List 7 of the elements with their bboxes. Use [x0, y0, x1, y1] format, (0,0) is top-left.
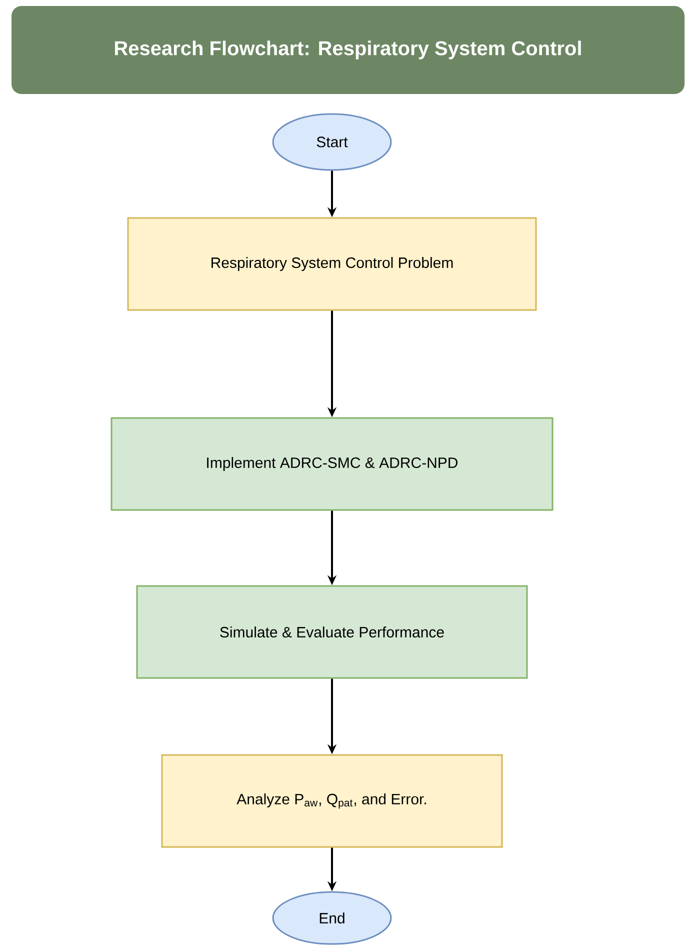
process-box: Analyze P$_{aw}$, Q$_{pat}$, and Error. — [161, 754, 503, 848]
process-box: Simulate & Evaluate Performance — [136, 585, 528, 679]
process-box: Implement ADRC-SMC & ADRC-NPD — [110, 417, 554, 511]
terminal-oval: End — [272, 891, 392, 945]
title-banner: Research Flowchart: Respiratory System Control — [12, 6, 684, 94]
process-box: Respiratory System Control Problem — [127, 217, 537, 311]
terminal-oval: Start — [272, 113, 392, 171]
